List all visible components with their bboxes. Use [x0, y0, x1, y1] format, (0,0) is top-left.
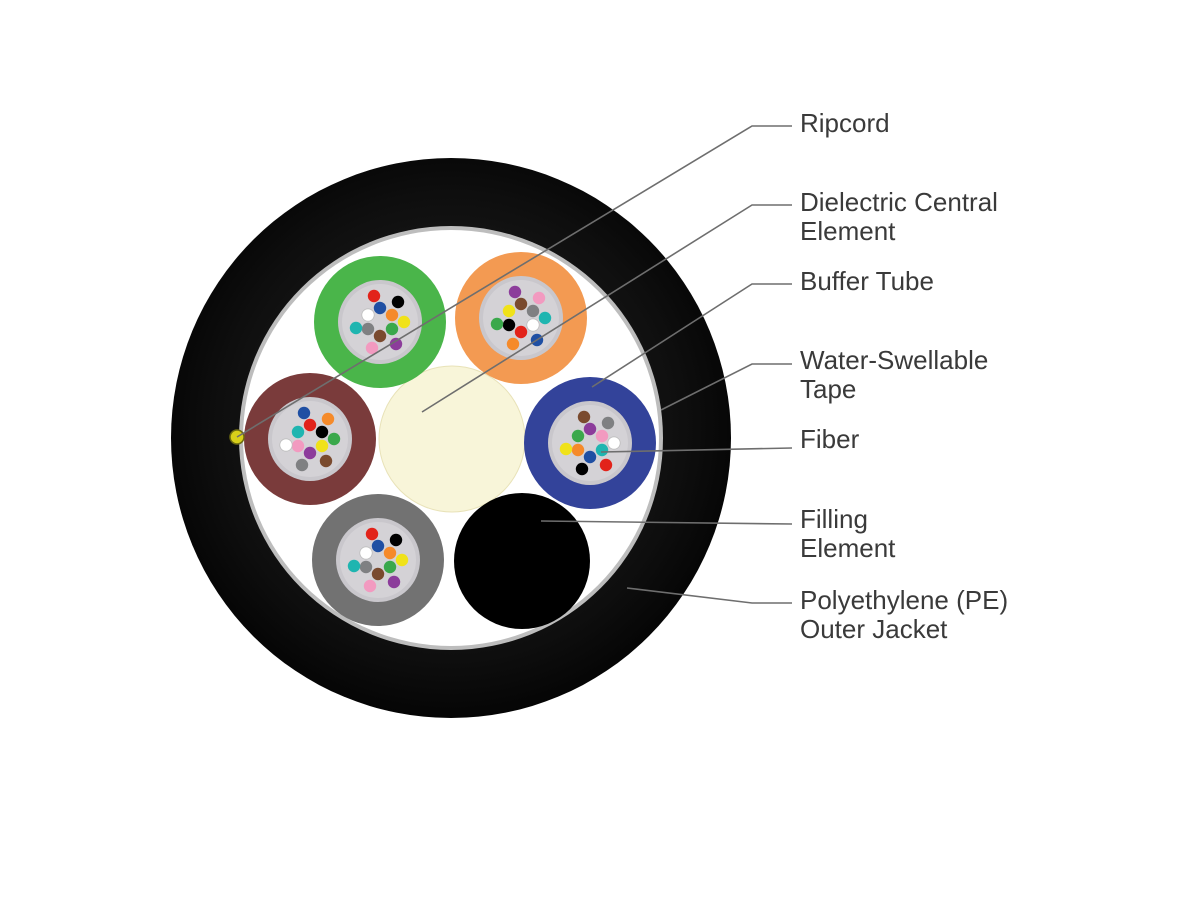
fiber: [583, 450, 597, 464]
fiber: [601, 416, 615, 430]
green-buffer-tube: [314, 256, 446, 388]
fiber: [373, 301, 387, 315]
fiber: [303, 418, 317, 432]
leader-line-ripcord: [236, 125, 792, 438]
fiber: [389, 533, 403, 547]
fiber: [571, 443, 585, 457]
orange-buffer-tube: [455, 252, 587, 384]
fiber: [373, 329, 387, 343]
fiber: [571, 429, 585, 443]
label-pe-outer-jacket-line-2: Outer Jacket: [800, 614, 948, 644]
label-pe-outer-jacket: Polyethylene (PE) Outer Jacket: [800, 586, 1008, 644]
label-dielectric-central-element-line-2: Element: [800, 216, 896, 246]
fiber: [385, 322, 399, 336]
label-buffer-tube-line-1: Buffer Tube: [800, 266, 934, 296]
fiber: [391, 295, 405, 309]
buffer-tubes: [244, 252, 656, 626]
fiber: [577, 410, 591, 424]
fiber: [347, 559, 361, 573]
fiber: [363, 579, 377, 593]
fiber: [303, 446, 317, 460]
label-fiber: Fiber: [800, 425, 859, 454]
leader-lines: [236, 125, 793, 604]
fiber: [359, 546, 373, 560]
fiber: [502, 318, 516, 332]
leader-line-buffer-tube: [591, 283, 792, 388]
fiber: [279, 438, 293, 452]
fiber: [349, 321, 363, 335]
fiber: [361, 308, 375, 322]
fiber: [383, 560, 397, 574]
fiber: [607, 436, 621, 450]
fiber: [315, 439, 329, 453]
fiber: [395, 553, 409, 567]
fiber: [514, 325, 528, 339]
fiber: [575, 462, 589, 476]
fiber: [508, 285, 522, 299]
fiber: [371, 539, 385, 553]
fiber: [538, 311, 552, 325]
fiber: [599, 458, 613, 472]
fiber: [365, 341, 379, 355]
fiber: [319, 454, 333, 468]
leader-line-pe-outer-jacket: [626, 587, 792, 604]
fiber: [397, 315, 411, 329]
fiber: [385, 308, 399, 322]
fiber: [361, 322, 375, 336]
label-water-swellable-tape-line-1: Water-Swellable: [800, 345, 989, 375]
leader-line-dielectric-central-element: [421, 204, 792, 413]
label-water-swellable-tape: Water-Swellable Tape: [800, 346, 988, 404]
fiber: [526, 304, 540, 318]
fiber: [559, 442, 573, 456]
fiber: [383, 546, 397, 560]
fiber: [502, 304, 516, 318]
fiber: [297, 406, 311, 420]
blue-buffer-tube: [524, 377, 656, 509]
gray-buffer-tube: [312, 494, 444, 626]
fiber: [371, 567, 385, 581]
fiber: [532, 291, 546, 305]
leader-line-water-swellable-tape: [660, 363, 792, 411]
fiber: [387, 575, 401, 589]
label-pe-outer-jacket-line-1: Polyethylene (PE): [800, 585, 1009, 615]
fiber: [490, 317, 504, 331]
fiber: [365, 527, 379, 541]
label-filling-element-line-1: Filling: [800, 504, 868, 534]
label-ripcord-line-1: Ripcord: [800, 108, 890, 138]
brown-buffer-tube: [244, 373, 376, 505]
fiber: [506, 337, 520, 351]
label-water-swellable-tape-line-2: Tape: [800, 374, 857, 404]
fiber: [595, 429, 609, 443]
fiber: [526, 318, 540, 332]
fiber: [389, 337, 403, 351]
dielectric-central-element: [378, 365, 526, 513]
label-dielectric-central-element: Dielectric Central Element: [800, 188, 998, 246]
fiber: [514, 297, 528, 311]
fiber: [295, 458, 309, 472]
label-filling-element-line-2: Element: [800, 533, 896, 563]
label-ripcord: Ripcord: [800, 109, 890, 138]
fiber: [359, 560, 373, 574]
fiber: [367, 289, 381, 303]
fiber: [595, 443, 609, 457]
fiber: [583, 422, 597, 436]
filling-element: [454, 493, 590, 629]
fiber: [315, 425, 329, 439]
leader-line-fiber: [600, 447, 793, 453]
fiber: [327, 432, 341, 446]
leader-line-filling-element: [540, 520, 793, 525]
label-buffer-tube: Buffer Tube: [800, 267, 934, 296]
fiber: [321, 412, 335, 426]
label-filling-element: Filling Element: [800, 505, 895, 563]
fiber: [291, 439, 305, 453]
fiber: [291, 425, 305, 439]
label-dielectric-central-element-line-1: Dielectric Central: [800, 187, 998, 217]
label-fiber-line-1: Fiber: [800, 424, 860, 454]
